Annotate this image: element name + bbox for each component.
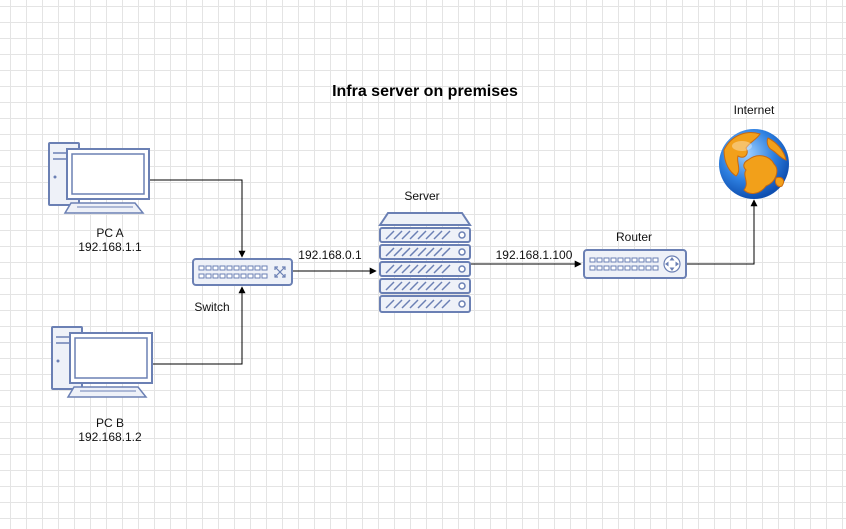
pc-b-ip-label: 192.168.1.2 xyxy=(78,430,142,444)
pc-b-name-label: PC B xyxy=(95,416,124,430)
pc-a-ip-label: 192.168.1.1 xyxy=(78,240,142,254)
server-label: Server xyxy=(404,189,440,203)
desktop-pc-icon[interactable] xyxy=(51,326,153,398)
network-switch-icon[interactable] xyxy=(192,258,293,286)
diagram-title: Infra server on premises xyxy=(332,83,518,100)
link-label-switch-server: 192.168.0.1 xyxy=(298,248,362,262)
internet-label: Internet xyxy=(733,103,775,117)
desktop-pc-icon[interactable] xyxy=(48,142,150,214)
pc-a-name-label: PC A xyxy=(96,226,124,240)
link-label-server-router: 192.168.1.100 xyxy=(495,248,573,262)
router-label: Router xyxy=(615,230,653,244)
connector-lines xyxy=(150,179,758,365)
router-icon[interactable] xyxy=(583,249,687,279)
connector-pca-switch xyxy=(150,179,246,258)
connector-pcb-switch xyxy=(153,286,246,365)
connector-router-internet xyxy=(686,199,758,265)
server-rack-icon[interactable] xyxy=(378,212,472,313)
switch-label: Switch xyxy=(194,300,230,314)
globe-icon[interactable] xyxy=(719,129,789,199)
